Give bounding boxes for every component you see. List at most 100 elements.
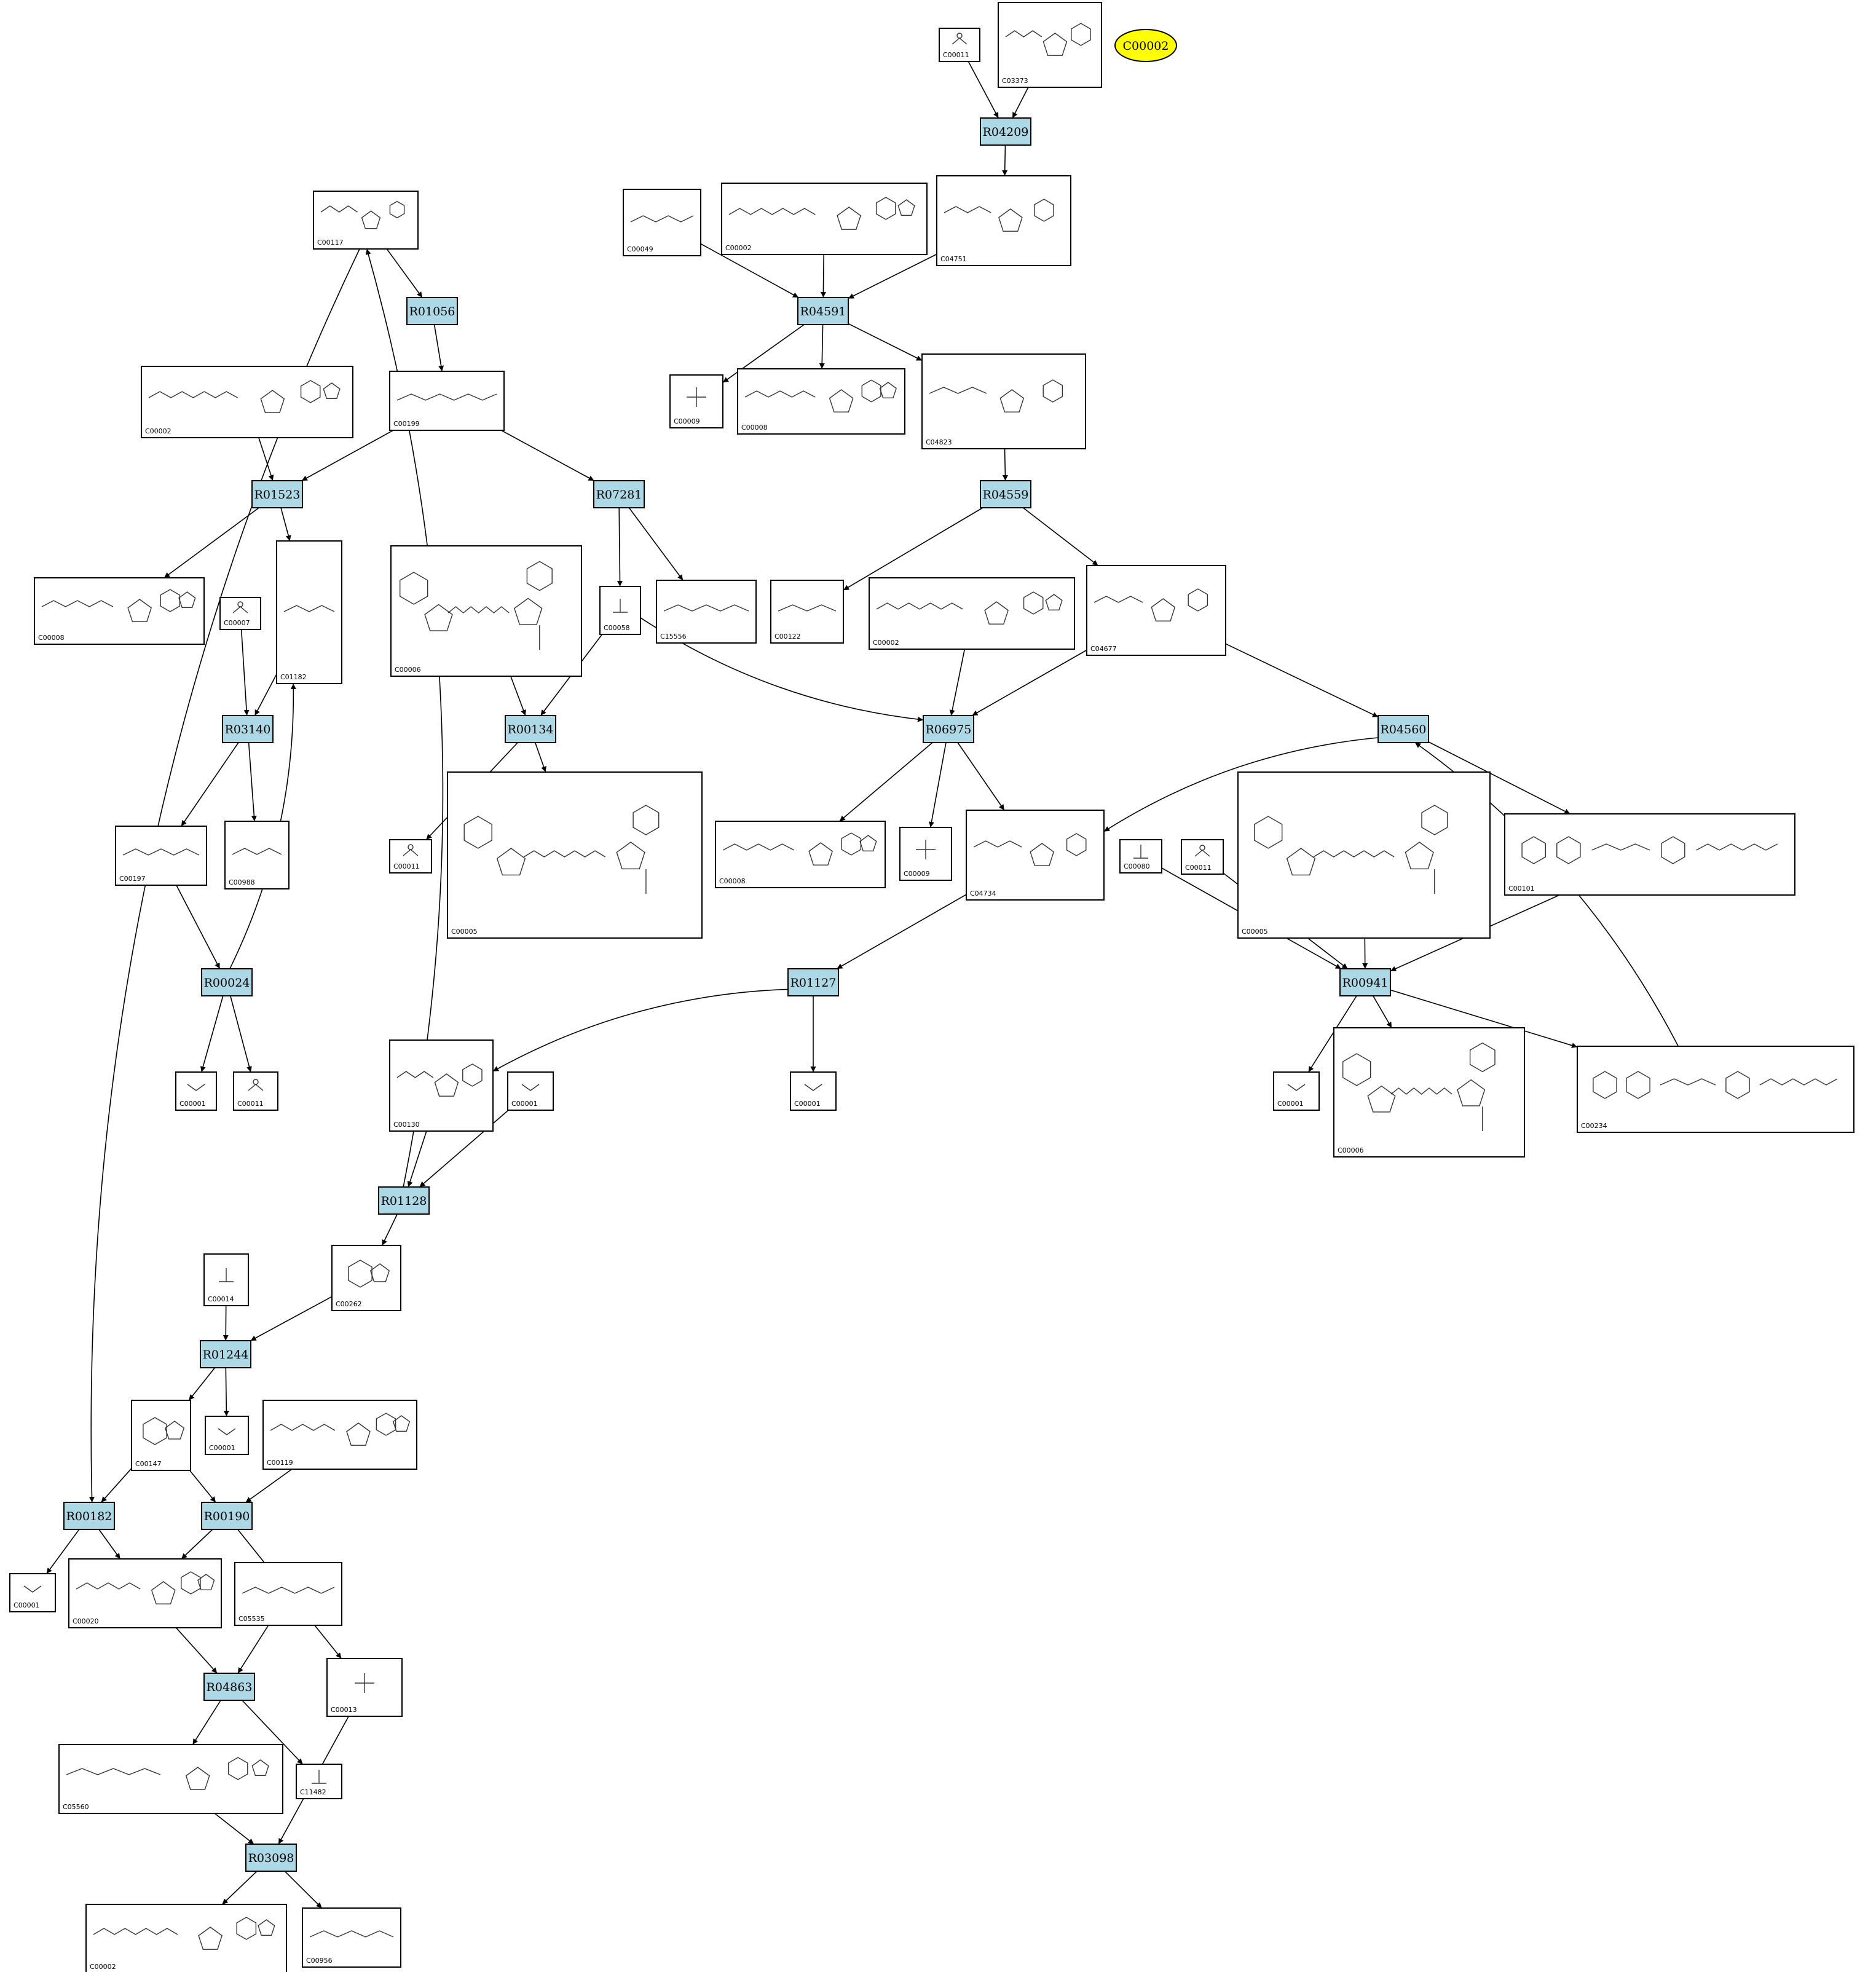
reaction-node[interactable]: R04209 bbox=[980, 117, 1031, 146]
compound-node[interactable]: C00262 bbox=[331, 1245, 401, 1311]
reaction-label: R04560 bbox=[1381, 723, 1427, 736]
compound-node[interactable]: C00014 bbox=[203, 1253, 249, 1306]
compound-node[interactable]: C00001 bbox=[1273, 1071, 1320, 1111]
reaction-node[interactable]: R01244 bbox=[200, 1340, 251, 1368]
edge-r11-c33 bbox=[230, 995, 252, 1073]
compound-node[interactable]: C00001 bbox=[205, 1416, 249, 1455]
reaction-node[interactable]: R04863 bbox=[203, 1673, 255, 1701]
structure-sketch bbox=[1593, 1071, 1838, 1099]
structure-sketch bbox=[944, 199, 1054, 232]
compound-node[interactable]: C00005 bbox=[447, 771, 703, 939]
compound-node[interactable]: C00001 bbox=[507, 1071, 554, 1111]
compound-box bbox=[998, 2, 1102, 88]
edge-c49-r19 bbox=[214, 1813, 254, 1845]
compound-node[interactable]: C00197 bbox=[115, 826, 207, 886]
edge-r10-c31 bbox=[1428, 741, 1571, 814]
compound-node[interactable]: C00234 bbox=[1577, 1046, 1854, 1133]
compound-node[interactable]: C00199 bbox=[389, 371, 505, 431]
reaction-node[interactable]: R00941 bbox=[1339, 968, 1391, 996]
compound-label: C00988 bbox=[229, 878, 255, 886]
compound-node[interactable]: C00001 bbox=[175, 1071, 217, 1111]
compound-label: C00117 bbox=[317, 239, 344, 246]
compound-node[interactable]: C00020 bbox=[68, 1558, 222, 1628]
compound-node[interactable]: C00002 bbox=[85, 1904, 287, 1972]
compound-node[interactable]: C00002 bbox=[721, 183, 928, 255]
compound-node[interactable]: C00005 bbox=[1237, 771, 1491, 939]
compound-node[interactable]: C04677 bbox=[1086, 565, 1226, 656]
compound-node[interactable]: C00130 bbox=[389, 1039, 494, 1132]
edge-c21-r11 bbox=[176, 885, 221, 969]
compound-node[interactable]: C04734 bbox=[966, 810, 1105, 901]
reaction-node[interactable]: R06975 bbox=[923, 715, 974, 743]
reaction-node[interactable]: R01127 bbox=[787, 968, 839, 996]
compound-node[interactable]: C03373 bbox=[998, 2, 1102, 88]
compound-node[interactable]: C00119 bbox=[262, 1400, 417, 1470]
compound-label: C00101 bbox=[1508, 885, 1535, 893]
compound-node[interactable]: C00011 bbox=[389, 839, 432, 874]
compound-node[interactable]: C05535 bbox=[234, 1562, 342, 1626]
reaction-node[interactable]: R04559 bbox=[980, 480, 1031, 508]
compound-node[interactable]: C00008 bbox=[737, 368, 905, 435]
compound-node[interactable]: C00117 bbox=[313, 191, 419, 250]
reaction-node[interactable]: R03098 bbox=[245, 1844, 297, 1872]
compound-node[interactable]: C00001 bbox=[790, 1071, 837, 1111]
compound-node[interactable]: C00002 bbox=[141, 366, 353, 438]
compound-box bbox=[869, 577, 1075, 650]
compound-label: C00130 bbox=[393, 1121, 420, 1129]
edge-r2-c7 bbox=[722, 324, 805, 383]
compound-node[interactable]: C00058 bbox=[599, 586, 641, 635]
reaction-node[interactable]: R00134 bbox=[505, 715, 556, 743]
edge-c13-r7 bbox=[240, 629, 250, 716]
compound-node[interactable]: C00001 bbox=[9, 1573, 56, 1612]
compound-node[interactable]: C00006 bbox=[1333, 1027, 1525, 1158]
reaction-node[interactable]: R00024 bbox=[201, 968, 253, 996]
compound-node[interactable]: C00049 bbox=[623, 189, 701, 256]
reaction-node[interactable]: R00190 bbox=[201, 1502, 253, 1530]
compound-node[interactable]: C00956 bbox=[302, 1907, 401, 1968]
compound-node[interactable]: C00009 bbox=[669, 374, 723, 428]
reaction-box bbox=[797, 297, 849, 325]
compound-node[interactable]: C00009 bbox=[899, 827, 952, 881]
compound-node[interactable]: C00008 bbox=[715, 821, 886, 888]
reaction-box bbox=[245, 1844, 297, 1872]
compound-node[interactable]: C00988 bbox=[224, 821, 290, 889]
reaction-node[interactable]: R01128 bbox=[378, 1186, 430, 1215]
compound-node[interactable]: C04823 bbox=[921, 353, 1086, 449]
compound-box bbox=[262, 1400, 417, 1470]
reaction-node[interactable]: R03140 bbox=[222, 715, 274, 743]
compound-box bbox=[623, 189, 701, 256]
compound-node[interactable]: C00101 bbox=[1504, 813, 1795, 896]
reaction-node[interactable]: R07281 bbox=[593, 480, 645, 508]
compound-node[interactable]: C00080 bbox=[1119, 839, 1162, 874]
compound-node[interactable]: C00122 bbox=[770, 580, 844, 644]
compound-node[interactable]: C00013 bbox=[326, 1658, 403, 1717]
reaction-node[interactable]: R00182 bbox=[63, 1502, 115, 1530]
compound-node[interactable]: C15556 bbox=[656, 580, 757, 644]
edge-c2-r1 bbox=[1012, 87, 1029, 119]
compound-node[interactable]: C05560 bbox=[58, 1744, 283, 1814]
reaction-node[interactable]: R04560 bbox=[1377, 715, 1429, 743]
compound-node[interactable]: C00006 bbox=[390, 545, 582, 677]
structure-sketch bbox=[778, 604, 837, 612]
reaction-node[interactable]: R04591 bbox=[797, 297, 849, 325]
compound-node[interactable]: C04751 bbox=[936, 175, 1071, 266]
reaction-label: R00182 bbox=[66, 1510, 112, 1523]
compound-box bbox=[389, 1039, 494, 1132]
compound-node[interactable]: C00147 bbox=[131, 1400, 191, 1471]
compound-node[interactable]: C00011 bbox=[233, 1071, 278, 1111]
compound-node[interactable]: C00002 bbox=[869, 577, 1075, 650]
reaction-node[interactable]: R01056 bbox=[406, 297, 458, 325]
edge-r14-c41 bbox=[381, 1213, 398, 1246]
compound-label: C04677 bbox=[1090, 645, 1117, 653]
structure-sketch bbox=[1521, 836, 1778, 864]
compound-node[interactable]: C00008 bbox=[34, 577, 205, 645]
highlight-compound-node[interactable]: C00002 bbox=[1114, 29, 1177, 62]
compound-node[interactable]: C11482 bbox=[296, 1764, 342, 1799]
compound-node[interactable]: C01182 bbox=[276, 540, 342, 684]
compound-box bbox=[302, 1907, 401, 1968]
reaction-node[interactable]: R01523 bbox=[251, 480, 303, 508]
compound-node[interactable]: C00011 bbox=[939, 28, 980, 62]
compound-box bbox=[737, 368, 905, 435]
compound-node[interactable]: C00007 bbox=[219, 597, 261, 630]
compound-node[interactable]: C00011 bbox=[1181, 839, 1224, 875]
